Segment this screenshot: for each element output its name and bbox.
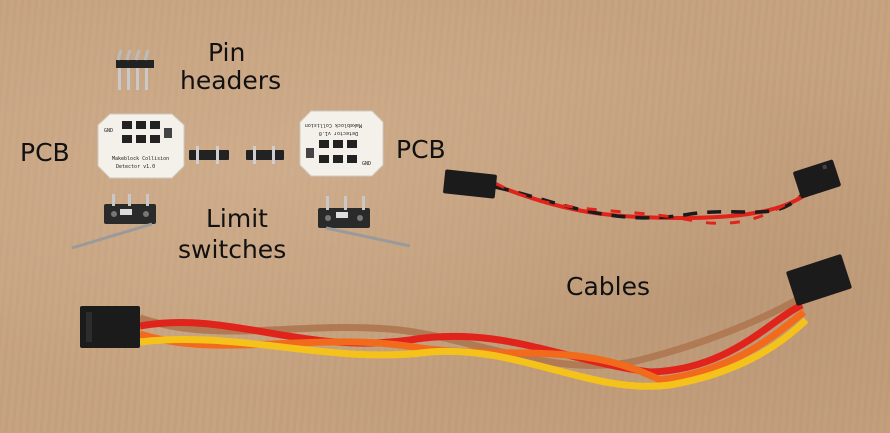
pcb-right: Makeblock Collision Detector v1.0 GND	[299, 110, 384, 177]
label-limit: Limit	[206, 204, 268, 233]
limit-switch-left	[71, 194, 156, 250]
cable-4wire	[80, 254, 852, 390]
label-cables: Cables	[566, 272, 650, 301]
label-switches: switches	[178, 235, 287, 264]
pcb-right-gnd: GND	[362, 161, 371, 167]
pin-header-small-right	[246, 146, 284, 164]
cable-2wire	[443, 159, 841, 225]
pcb-left-text-1: Makeblock Collision	[112, 156, 169, 162]
pin-header-4pin	[116, 49, 154, 90]
pcb-right-text-1: Makeblock Collision	[305, 122, 362, 128]
label-pin: Pin	[208, 38, 246, 67]
label-pcb-right: PCB	[396, 135, 446, 164]
label-pcb-left: PCB	[20, 138, 70, 167]
pin-header-small-left	[189, 146, 229, 164]
pcb-right-text-2: Detector v1.0	[319, 130, 358, 136]
pcb-left-gnd: GND	[104, 128, 113, 134]
pcb-left-text-2: Detector v1.0	[116, 164, 155, 170]
pcb-left: Makeblock Collision Detector v1.0 GND	[97, 113, 185, 179]
limit-switch-right	[318, 196, 411, 248]
label-headers: headers	[180, 66, 282, 95]
